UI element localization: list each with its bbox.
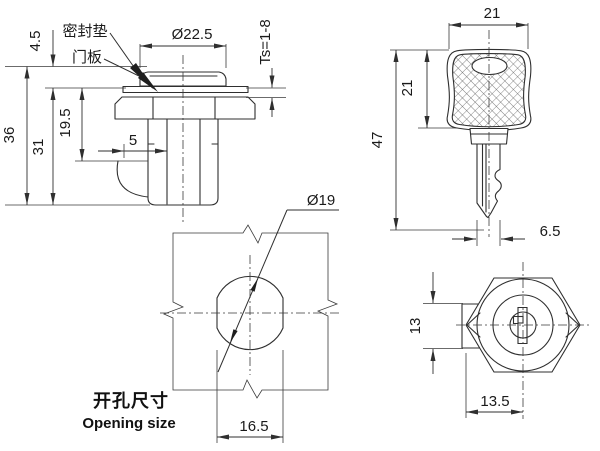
gasket-label: 密封垫: [62, 23, 107, 40]
panel-thickness-dim: Ts=1-8: [257, 19, 274, 64]
thread-length-dim: 19.5: [57, 108, 74, 137]
key-head-outline: [446, 48, 532, 132]
key-head-hatch: [452, 53, 526, 127]
door-panel-label: 门板: [72, 48, 102, 66]
opening-caption-zh: 开孔尺寸: [93, 390, 169, 411]
key-head-inner-outline: [451, 53, 527, 128]
hole-diameter-dim: Ø19: [307, 192, 335, 209]
cap-diameter-dim: Ø22.5: [172, 26, 213, 43]
gasket-washer: [122, 85, 249, 94]
leader-door-panel-arrow: [138, 72, 158, 92]
key-ring-hole: [471, 56, 508, 76]
body-height-dim: 31: [30, 139, 47, 156]
cam-width-dim: 13: [407, 318, 424, 335]
cam-gap-dim: 5: [129, 132, 137, 149]
head-height-dim: 4.5: [27, 31, 44, 52]
section-view: 密封垫 门板 Ø22.5 Ts=1-8 4.5 36 31 19.5 5: [1, 19, 286, 222]
key-blade-outline: [476, 143, 502, 219]
across-flats-dim: 16.5: [239, 418, 268, 435]
leader-gasket: [109, 32, 137, 71]
hex-nut-section: [114, 96, 256, 120]
center-offset-dim: 13.5: [480, 393, 509, 410]
leader-door-panel: [103, 58, 142, 78]
key-view: 21 21 47 6.5: [369, 5, 560, 246]
opening-caption-en: Opening size: [82, 415, 175, 432]
key-length-dim: 47: [369, 132, 386, 149]
hole-diameter-arrow-lower: [230, 329, 238, 343]
key-head-width-dim: 21: [484, 5, 501, 22]
hole-diameter-arrow-upper: [250, 278, 258, 292]
cam-hook-curve: [116, 160, 149, 198]
face-view: 13 13.5: [407, 262, 592, 419]
hex-chamfer-left: [466, 312, 481, 338]
panel-break-outline: [162, 224, 339, 399]
hole-diameter-leader: [217, 209, 288, 373]
total-height-dim: 36: [1, 127, 18, 144]
key-blade-width-dim: 6.5: [540, 223, 561, 240]
opening-view: Ø19 16.5 开孔尺寸 Opening size: [82, 192, 340, 443]
key-head-height-dim: 21: [399, 80, 416, 97]
